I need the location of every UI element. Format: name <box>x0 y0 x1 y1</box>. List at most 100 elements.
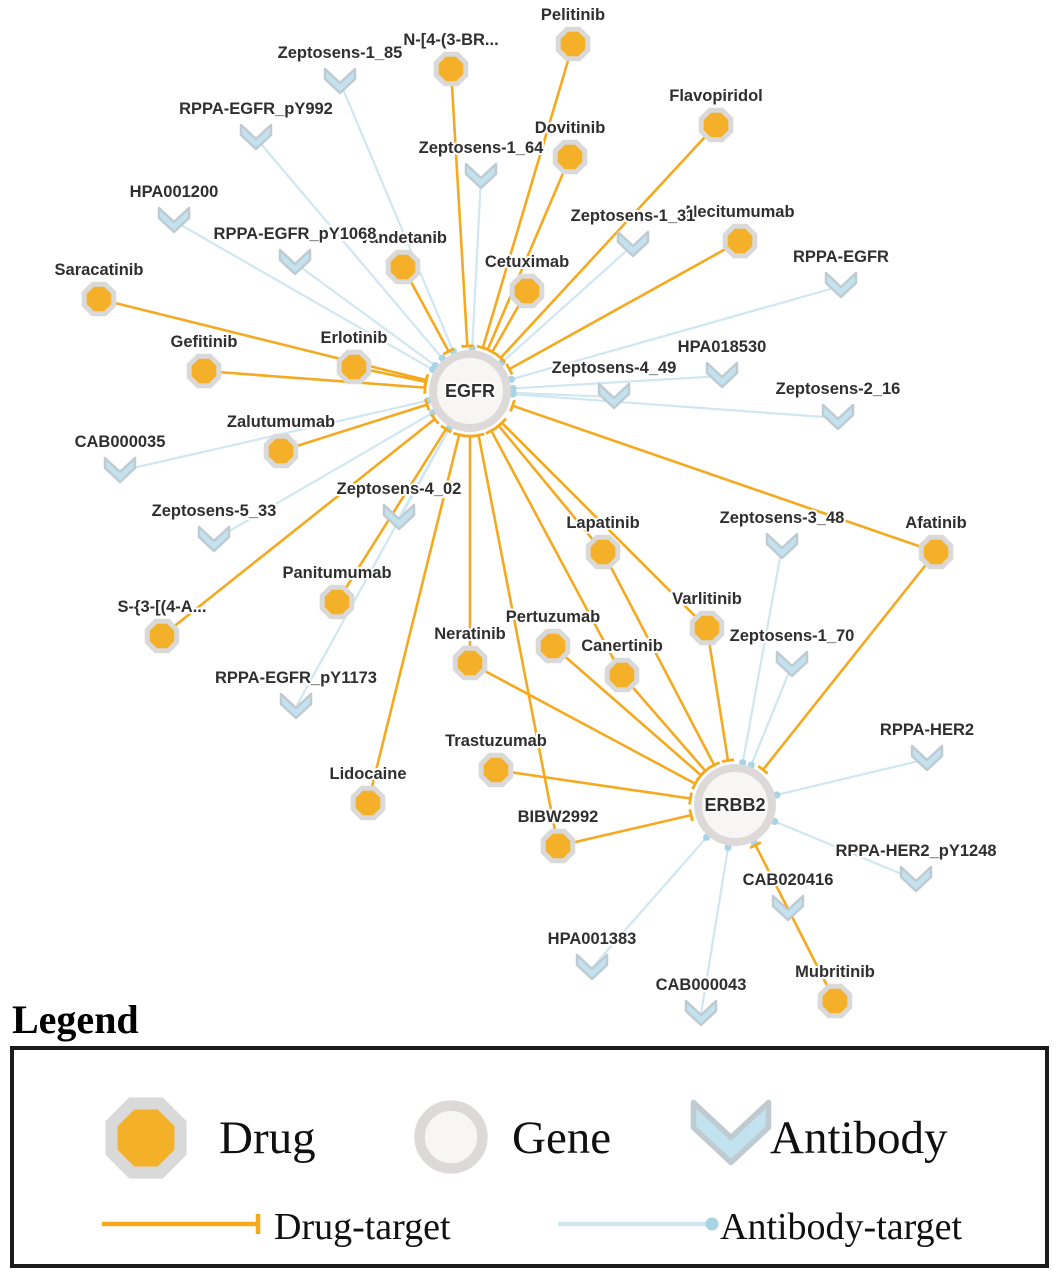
legend-label-gene: Gene <box>512 1112 612 1164</box>
antibody-target-edge-rppa-egfr-py1068 <box>294 262 436 367</box>
antibody-node-zeptosens-1-70[interactable] <box>775 650 809 678</box>
node-label-rppa-egfr-py1173: RPPA-EGFR_pY1173 <box>215 669 377 687</box>
node-label-zeptosens-5-33: Zeptosens-5_33 <box>152 502 277 520</box>
drug-edge-tee-cetuximab-egfr <box>486 347 499 357</box>
node-label-lidocaine: Lidocaine <box>329 765 406 783</box>
drug-node-cetuximab[interactable] <box>509 273 545 309</box>
drug-node-erlotinib[interactable] <box>336 349 372 385</box>
drug-edge-tee-vandetanib-egfr <box>442 347 455 356</box>
antibody-node-cab000035[interactable] <box>103 456 137 484</box>
node-label-gefitinib: Gefitinib <box>171 333 238 351</box>
node-label-pertuzumab: Pertuzumab <box>506 608 600 626</box>
drug-octagon-shape <box>350 785 386 821</box>
drug-octagon-shape <box>555 26 591 62</box>
gene-node-egfr[interactable] <box>429 350 511 432</box>
drug-edge-tee-flavopiridol-egfr <box>495 352 506 364</box>
legend-label-drug-target: Drug-target <box>274 1206 451 1248</box>
drug-legend-icon <box>105 1097 187 1179</box>
node-label-erlotinib: Erlotinib <box>321 329 388 347</box>
antibody-node-zeptosens-4-02[interactable] <box>382 503 416 531</box>
drug-node-varlitinib[interactable] <box>689 610 725 646</box>
node-label-panitumumab: Panitumumab <box>282 564 391 582</box>
drug-node-trastuzumab[interactable] <box>478 752 514 788</box>
antibody-chevron-shape <box>690 1099 772 1166</box>
legend-label-antibody: Antibody <box>770 1112 948 1164</box>
antibody-chevron-shape <box>910 744 944 772</box>
antibody-chevron-shape <box>278 248 312 276</box>
antibody-target-edge-zeptosens-1-85 <box>338 81 455 352</box>
drug-octagon-shape <box>319 584 355 620</box>
antibody-target-edge-rppa-egfr-py992 <box>255 137 444 359</box>
drug-node-lidocaine[interactable] <box>350 785 386 821</box>
antibody-target-edge-zeptosens-1-70 <box>750 664 794 766</box>
antibody-node-hpa001383[interactable] <box>575 953 609 981</box>
antibody-node-rppa-egfr-py992[interactable] <box>239 123 273 151</box>
drug-octagon-shape <box>552 139 588 175</box>
drug-node-panitumumab[interactable] <box>319 584 355 620</box>
drug-node-canertinib[interactable] <box>604 657 640 693</box>
drug-node-bibw2992[interactable] <box>540 828 576 864</box>
drug-node-n-4-3-br[interactable] <box>433 51 469 87</box>
drug-node-dovitinib[interactable] <box>552 139 588 175</box>
antibody-node-rppa-egfr-py1068[interactable] <box>278 248 312 276</box>
drug-node-saracatinib[interactable] <box>81 281 117 317</box>
drug-node-afatinib[interactable] <box>918 534 954 570</box>
drug-node-vandetanib[interactable] <box>385 249 421 285</box>
gene-circle-shape <box>414 1100 488 1174</box>
antibody-node-zeptosens-1-64[interactable] <box>464 162 498 190</box>
node-label-rppa-egfr-py992: RPPA-EGFR_pY992 <box>179 100 333 118</box>
antibody-node-rppa-egfr[interactable] <box>824 271 858 299</box>
drug-octagon-shape <box>535 628 571 664</box>
node-label-pelitinib: Pelitinib <box>541 6 605 24</box>
antibody-node-zeptosens-3-48[interactable] <box>765 532 799 560</box>
drug-target-edge-lapatinib-egfr <box>497 424 605 553</box>
drug-target-edge-neratinib-erbb2 <box>469 661 696 785</box>
drug-node-neratinib[interactable] <box>452 645 488 681</box>
drug-octagon-shape <box>604 657 640 693</box>
drug-node-necitumumab[interactable] <box>722 223 758 259</box>
antibody-target-edge-zeptosens-1-31 <box>501 244 634 364</box>
drug-node-gefitinib[interactable] <box>186 353 222 389</box>
antibody-target-edge-zeptosens-4-49 <box>512 391 615 399</box>
drug-edge-tee-necitumumab-egfr <box>505 363 514 376</box>
antibody-node-rppa-egfr-py1173[interactable] <box>279 692 313 720</box>
antibody-node-rppa-her2[interactable] <box>910 744 944 772</box>
drug-edge-tee-mubritinib-erbb2 <box>749 841 762 850</box>
drug-target-edge-pelitinib-egfr <box>481 43 575 349</box>
antibody-node-zeptosens-1-85[interactable] <box>323 67 357 95</box>
drug-node-s-3-4-a[interactable] <box>144 618 180 654</box>
antibody-node-zeptosens-2-16[interactable] <box>821 403 855 431</box>
antibody-node-zeptosens-1-31[interactable] <box>616 230 650 258</box>
antibody-node-cab020416[interactable] <box>771 894 805 922</box>
antibody-edges-layer <box>119 81 928 1015</box>
drug-octagon-shape <box>105 1097 187 1179</box>
drug-node-lapatinib[interactable] <box>585 534 621 570</box>
node-label-cetuximab: Cetuximab <box>485 253 569 271</box>
antibody-node-rppa-her2-py1248[interactable] <box>899 865 933 893</box>
antibody-target-edge-zeptosens-2-16 <box>512 393 839 420</box>
drug-node-mubritinib[interactable] <box>817 983 853 1019</box>
antibody-node-hpa001200[interactable] <box>157 206 191 234</box>
drug-target-edge-flavopiridol-egfr <box>499 124 717 359</box>
drug-target-edge-dovitinib-egfr <box>486 156 572 351</box>
node-label-cab000035: CAB000035 <box>75 433 166 451</box>
drug-node-zalutumumab[interactable] <box>263 433 299 469</box>
drug-target-edge-varlitinib-erbb2 <box>705 627 730 761</box>
drug-target-edge-zalutumumab-egfr <box>280 403 428 453</box>
drug-node-pelitinib[interactable] <box>555 26 591 62</box>
legend-label-antibody-target: Antibody-target <box>720 1206 963 1248</box>
antibody-node-zeptosens-4-49[interactable] <box>597 382 631 410</box>
gene-node-erbb2[interactable] <box>694 764 776 846</box>
drug-octagon-shape <box>186 353 222 389</box>
antibody-node-hpa018530[interactable] <box>705 361 739 389</box>
antibody-node-zeptosens-5-33[interactable] <box>197 525 231 553</box>
drug-target-edge-necitumumab-egfr <box>508 239 741 371</box>
antibody-node-cab000043[interactable] <box>684 999 718 1027</box>
drug-target-edge-icon <box>102 1214 261 1234</box>
antibody-chevron-shape <box>821 403 855 431</box>
drug-node-flavopiridol[interactable] <box>698 107 734 143</box>
drug-edge-tee-lapatinib-erbb2 <box>708 761 721 770</box>
antibody-target-edge-zeptosens-3-48 <box>741 546 784 763</box>
drug-node-pertuzumab[interactable] <box>535 628 571 664</box>
